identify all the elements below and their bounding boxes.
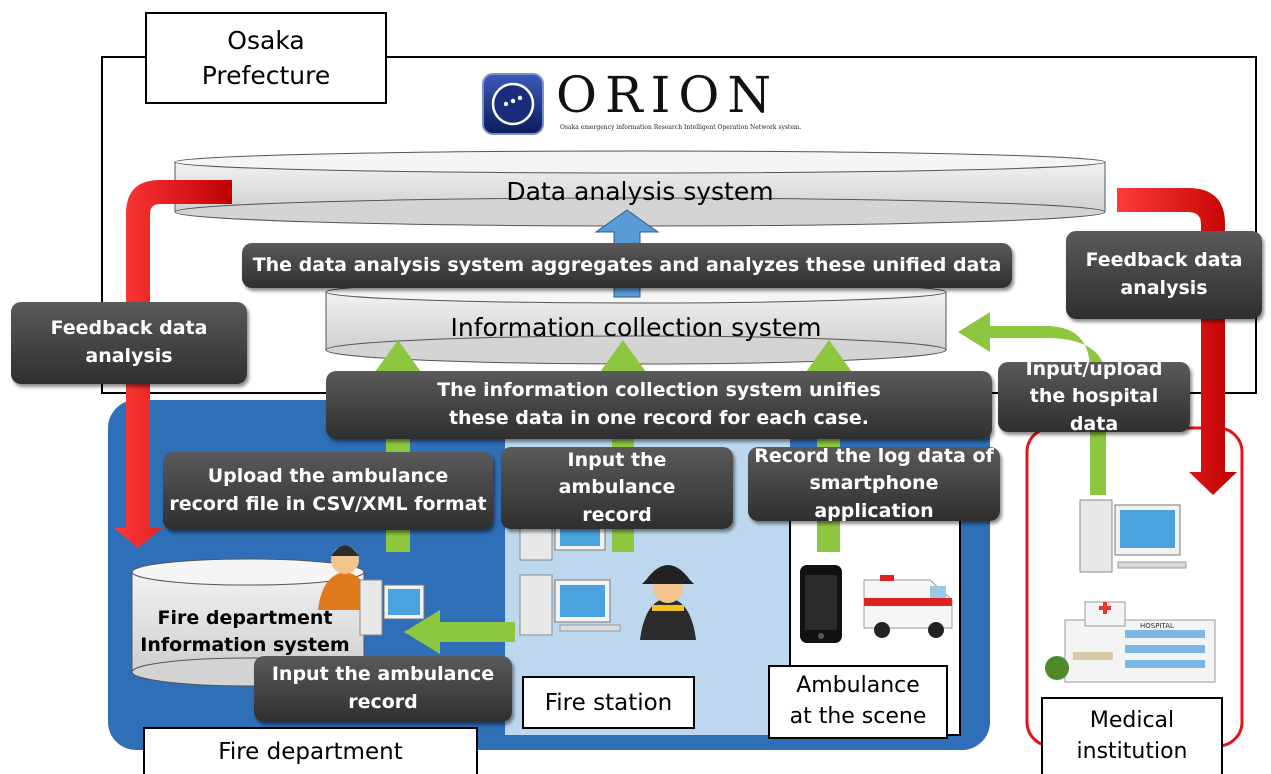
data-analysis-system-label: Data analysis system xyxy=(506,176,774,206)
ambulance-icon xyxy=(863,575,953,638)
unifies-callout: The information collection system unifie… xyxy=(326,371,992,439)
osaka-prefecture-label: Osaka Prefecture xyxy=(145,12,387,104)
hospital-icon: HOSPITAL xyxy=(1045,601,1216,683)
data-analysis-cylinder xyxy=(174,150,1106,227)
upload-csv-callout: Upload the ambulance record file in CSV/… xyxy=(163,452,493,530)
officer-icon xyxy=(318,545,372,610)
medical-institution-label: Medical institution xyxy=(1041,697,1223,774)
station-input-arrow xyxy=(600,340,646,552)
fire-dept-info-system-label: Fire department Information system xyxy=(140,607,350,656)
record-log-callout: Record the log data of smartphone applic… xyxy=(748,445,1000,522)
ambulance-scene-label: Ambulance at the scene xyxy=(768,665,948,739)
orion-logo-title: ORION xyxy=(556,66,780,124)
hospital-sign-text: HOSPITAL xyxy=(1140,622,1174,630)
fire-station-pc-icon xyxy=(519,574,621,636)
orion-logo-icon xyxy=(482,73,544,135)
fire-dept-pc-icon xyxy=(359,579,425,636)
fire-department-label: Fire department xyxy=(143,727,478,774)
hospital-input-arrow xyxy=(958,312,1106,495)
feedback-left-callout: Feedback data analysis xyxy=(11,302,247,384)
feedback-right-callout: Feedback data analysis xyxy=(1066,231,1262,319)
information-collection-system-label: Information collection system xyxy=(450,312,822,342)
hospital-pc-icon xyxy=(1079,499,1187,573)
smartphone-icon xyxy=(800,565,842,643)
feedback-left-arrow xyxy=(114,180,232,548)
aggregates-callout: The data analysis system aggregates and … xyxy=(242,243,1012,288)
orion-logo-subtitle: Osaka emergency information Research Int… xyxy=(560,124,802,131)
input-hospital-callout: Input/upload the hospital data xyxy=(998,358,1190,435)
firefighter-icon xyxy=(640,565,696,640)
fire-station-to-dept-arrow xyxy=(404,610,515,654)
input-dept-callout: Input the ambulance record xyxy=(254,656,512,722)
fire-station-label: Fire station xyxy=(522,676,695,729)
input-station-callout: Input the ambulance record xyxy=(501,447,733,529)
